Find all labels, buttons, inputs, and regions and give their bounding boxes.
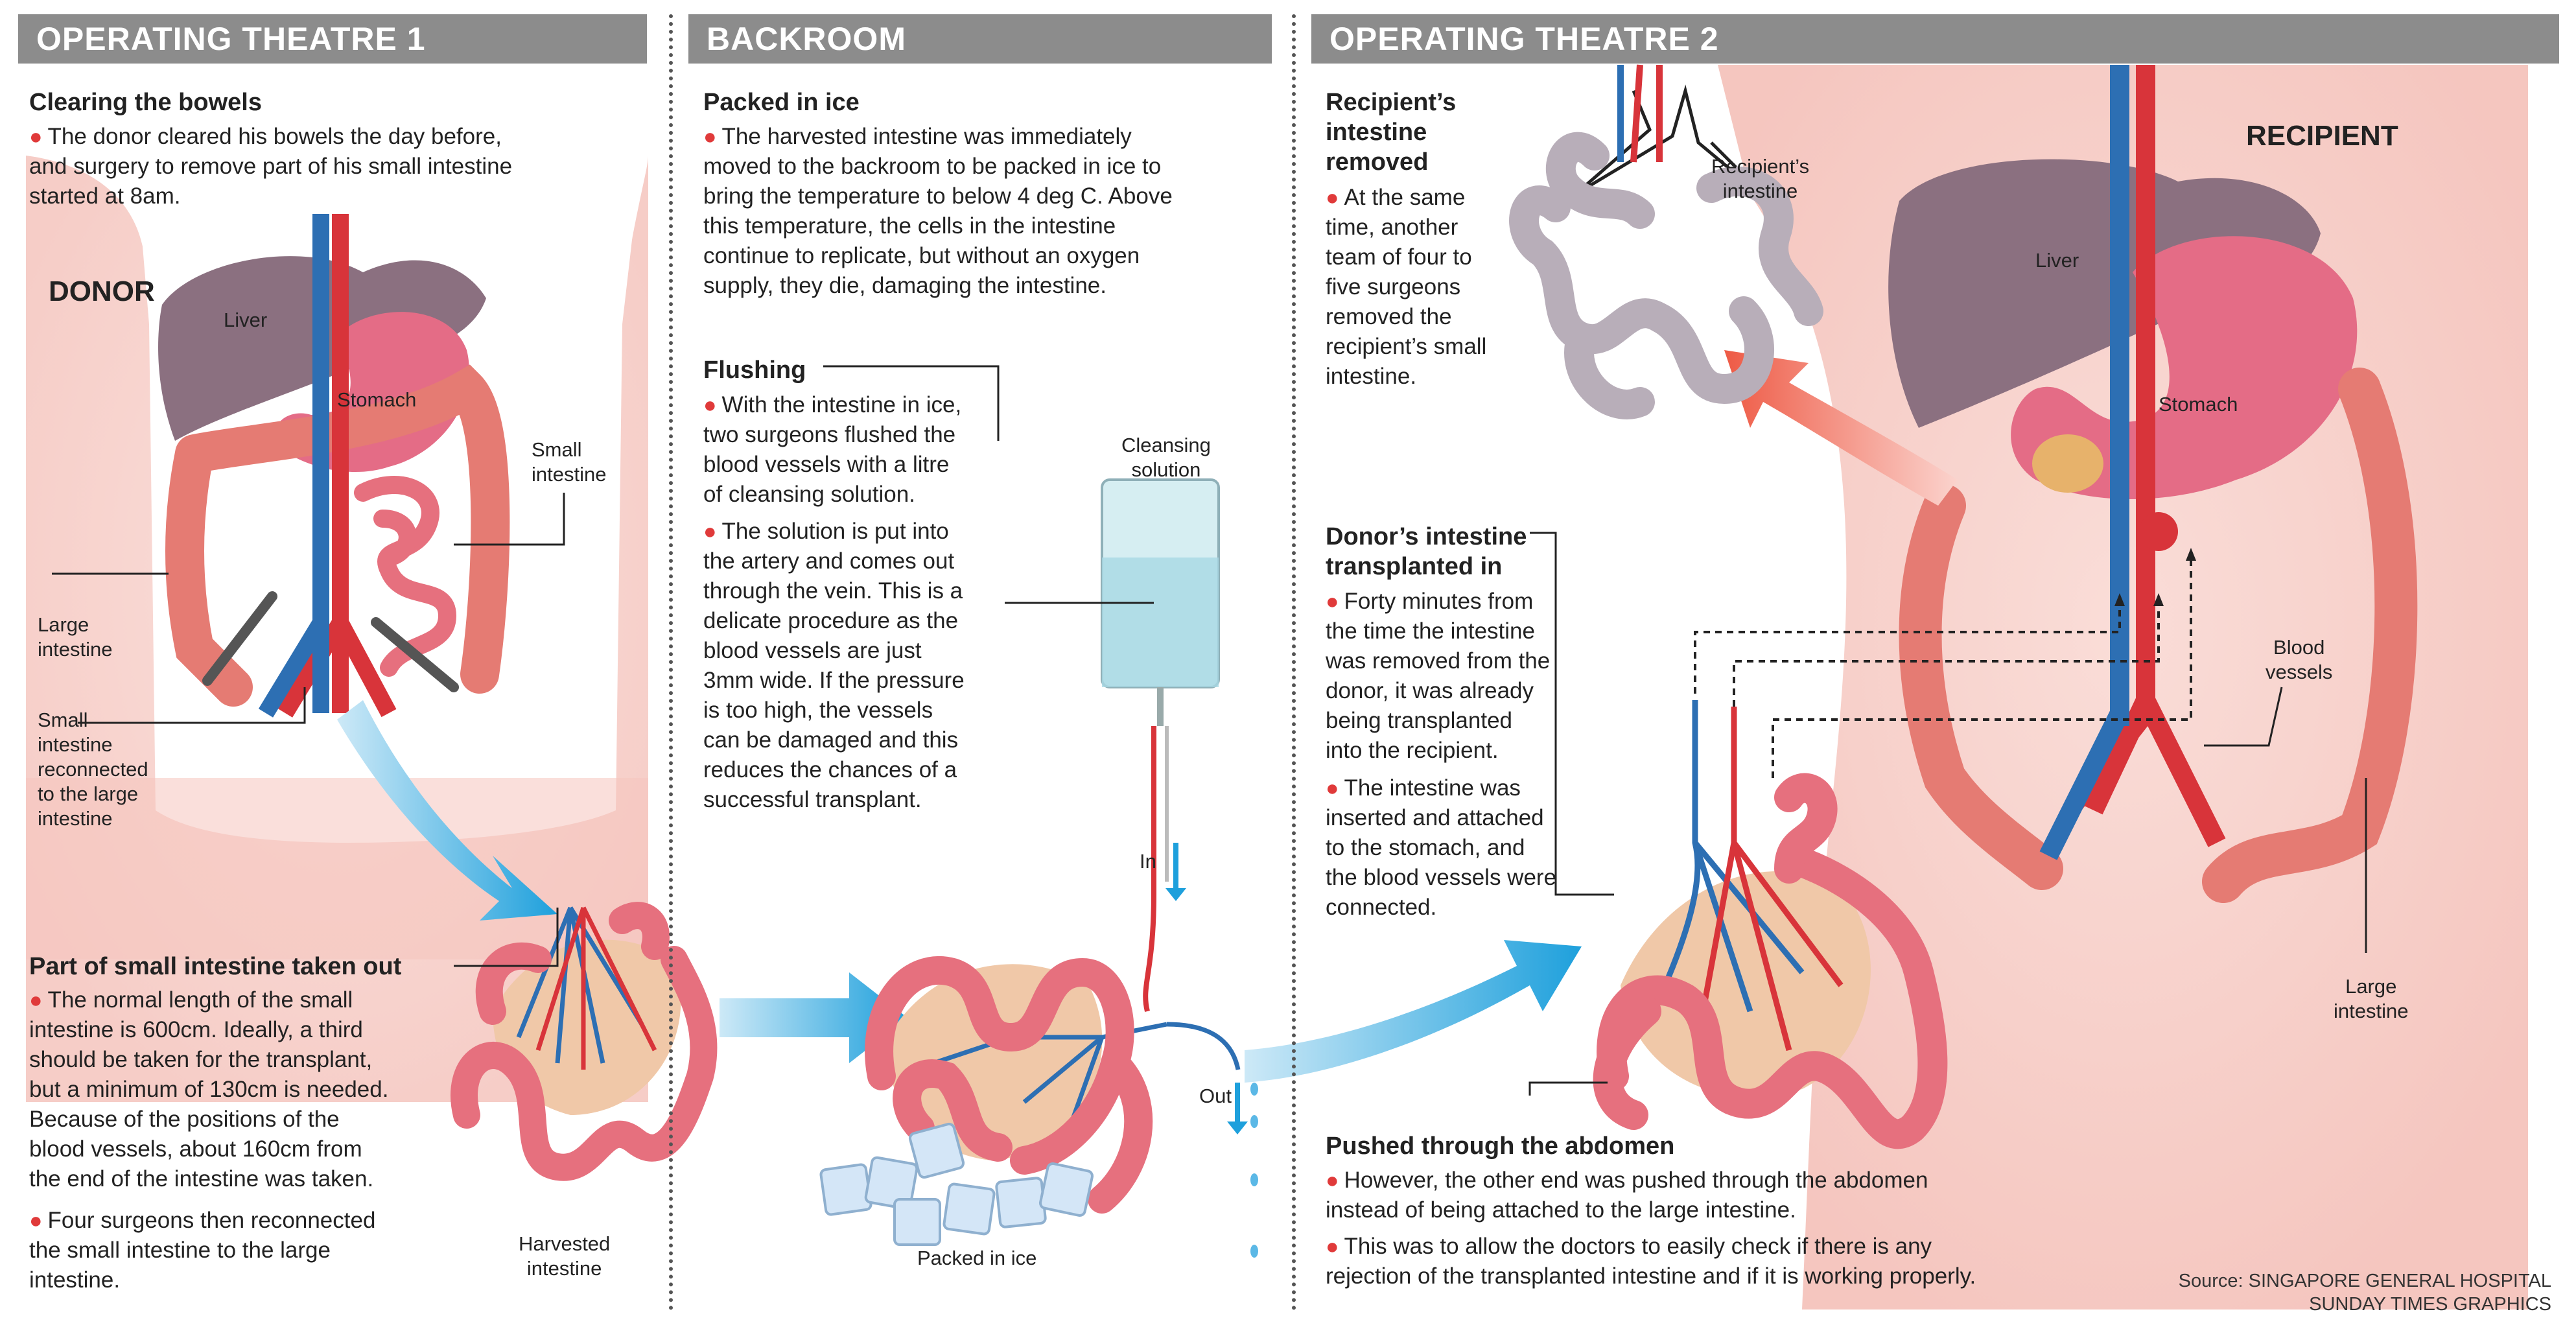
donor-label: DONOR [49, 276, 155, 307]
recipient-stomach [2011, 236, 2358, 499]
part-paragraph-1: ●The normal length of the small intestin… [29, 987, 389, 1192]
part-title: Part of small intestine taken out [29, 953, 402, 980]
recipient-liver [1888, 159, 2321, 428]
packed-intestine-illustration [819, 956, 1241, 1246]
flow-arrow-3 [1245, 940, 1582, 1083]
donor-transplanted-paragraph-1: ●Forty minutes from the time the intesti… [1326, 589, 1551, 763]
flow-arrow-2 [720, 972, 907, 1063]
packed-paragraph: ●The harvested intestine was immediately… [703, 124, 1173, 298]
out-arrow [1227, 1083, 1248, 1134]
in-label: In [1140, 850, 1156, 873]
recipient-stomach-label: Stomach [2159, 393, 2238, 416]
flushing-title: Flushing [703, 357, 806, 384]
callout-lines [52, 365, 2367, 1096]
recipient-vessel-stub [2139, 512, 2178, 551]
recipient-removed-title: Recipient’s intestine removed [1326, 89, 1457, 176]
pushed-paragraph-1: ●However, the other end was pushed throu… [1326, 1168, 1928, 1223]
pushed-paragraph-2: ●This was to allow the doctors to easily… [1326, 1234, 1976, 1289]
cleansing-solution-bag [1101, 478, 1220, 1012]
recipient-label: RECIPIENT [2246, 120, 2398, 152]
donor-large-intestine [165, 364, 510, 707]
donor-transplanted-title: Donor’s intestine transplanted in [1326, 523, 1527, 580]
recipients-intestine-illustration [1509, 64, 1823, 419]
header-theatre-1: OPERATING THEATRE 1 [18, 14, 647, 64]
donor-stomach-label: Stomach [337, 388, 417, 411]
donor-small-intestine [354, 476, 457, 677]
dripping-drops [1250, 1083, 1258, 1258]
recipient-large-intestine [1899, 368, 2418, 903]
harvested-intestine-illustration [451, 902, 718, 1181]
recipient-removed-paragraph: ●At the same time, another team of four … [1326, 185, 1487, 389]
donor-liver-label: Liver [224, 309, 268, 331]
recipient-pancreas [2032, 434, 2103, 493]
out-label: Out [1199, 1085, 1232, 1107]
header-theatre-2: OPERATING THEATRE 2 [1311, 14, 2559, 64]
flushing-paragraph-2: ●The solution is put into the artery and… [703, 519, 965, 812]
removal-arrow [1724, 350, 1958, 506]
donor-transplanted-paragraph-2: ●The intestine was inserted and attached… [1326, 775, 1557, 920]
transplanted-intestine-illustration [1593, 700, 1948, 1149]
donor-vena-cava [258, 214, 329, 718]
vessel-connection-guides [1694, 558, 2192, 778]
in-arrow [1165, 843, 1186, 901]
donor-body [26, 156, 648, 1102]
flushing-paragraph-1: ●With the intestine in ice, two surgeons… [703, 392, 962, 507]
surgical-clamps [202, 591, 459, 692]
flow-arrow-1 [337, 700, 557, 921]
clearing-paragraph: ●The donor cleared his bowels the day be… [29, 124, 513, 209]
recipient-liver-label: Liver [2035, 249, 2079, 272]
header-backroom: BACKROOM [688, 14, 1272, 64]
vessel-guide-arrowheads [2114, 548, 2196, 606]
recipient-aorta [2067, 65, 2226, 847]
packed-in-ice-label: Packed in ice [917, 1247, 1037, 1269]
part-paragraph-2: ●Four surgeons then reconnected the smal… [29, 1208, 376, 1293]
source-credit: Source: SINGAPORE GENERAL HOSPITAL SUNDA… [2178, 1271, 2551, 1315]
pushed-title: Pushed through the abdomen [1326, 1133, 1675, 1160]
ice-cubes [819, 1122, 1094, 1246]
section-divider-1 [669, 14, 673, 1311]
section-divider-2 [1292, 14, 1296, 1311]
packed-title: Packed in ice [703, 89, 860, 116]
clearing-title: Clearing the bowels [29, 89, 262, 116]
